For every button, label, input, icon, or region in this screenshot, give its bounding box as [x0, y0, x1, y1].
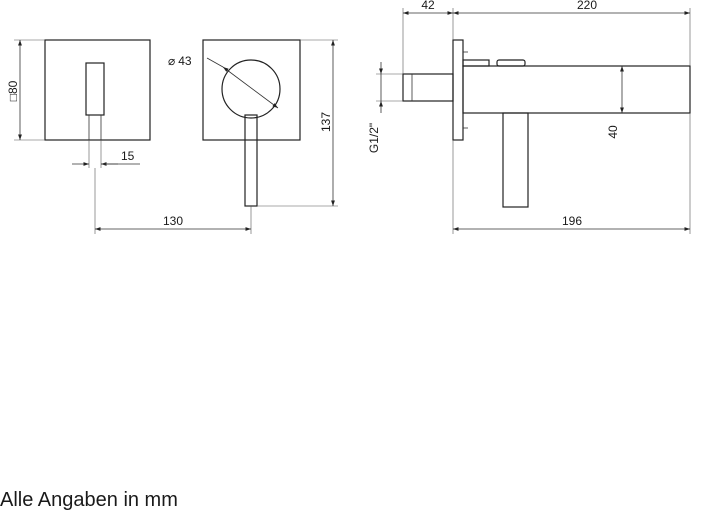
square-plate-view [44, 39, 151, 141]
knob-diameter-dimension: ⌀43 [168, 54, 279, 109]
spout-lever [502, 112, 529, 208]
box-size-dimension: □80 [6, 39, 45, 141]
thread-depth-label: 42 [421, 0, 435, 12]
plate-height-dimension: 137 [257, 39, 338, 207]
wall-flange [452, 39, 464, 141]
slot-width-dimension: 15 [72, 140, 140, 168]
flange-nub-right [496, 59, 526, 67]
handle-offset-dimension: 130 [94, 168, 252, 234]
spout-total-dimension: 220 [453, 0, 691, 66]
knob-diameter-label: ⌀43 [168, 54, 192, 68]
lever-handle [244, 114, 258, 207]
spout-body [462, 65, 691, 114]
spout-height-dimension: 40 [606, 66, 624, 139]
mixer-plate-view [202, 39, 301, 207]
box-size-label: □80 [6, 80, 20, 101]
thread-depth-dimension: 42 [402, 0, 454, 74]
spout-projection-label: 196 [562, 214, 582, 228]
thread-label: G1/2" [367, 123, 381, 153]
flange-nub-left [462, 59, 490, 67]
thread-connector [402, 73, 454, 102]
spout-projection-dimension: 196 [452, 113, 691, 234]
spout-height-label: 40 [606, 125, 620, 139]
square-plate-outline [44, 39, 151, 141]
units-note: Alle Angaben in mm [0, 489, 178, 511]
thread-dimension: G1/2" [367, 62, 403, 153]
mixer-plate-outline [202, 39, 301, 141]
technical-drawing: □80 15 ⌀43 137 130 [6, 0, 691, 234]
plate-height-label: 137 [319, 112, 333, 132]
knob-circle [221, 59, 281, 119]
spout-side-view [402, 39, 691, 208]
slot-opening [85, 62, 105, 116]
slot-width-label: 15 [121, 149, 135, 163]
handle-offset-label: 130 [163, 214, 183, 228]
spout-total-label: 220 [577, 0, 597, 12]
